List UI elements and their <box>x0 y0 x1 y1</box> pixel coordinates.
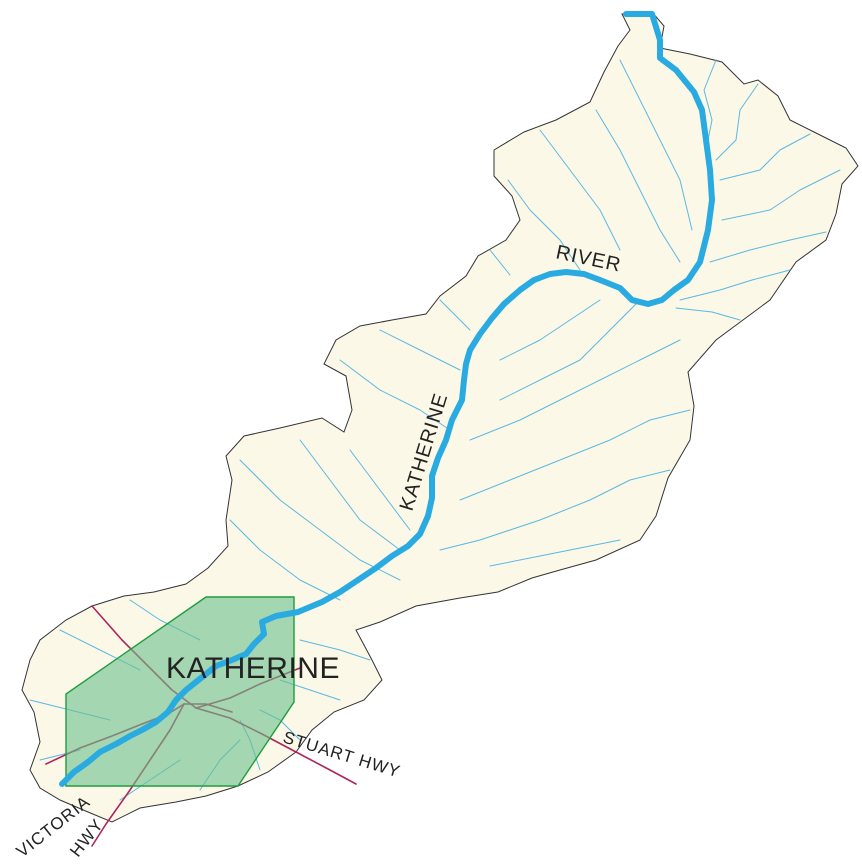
tributary <box>489 249 511 276</box>
tributary <box>507 179 581 271</box>
tributary <box>679 269 791 301</box>
tributary <box>499 299 641 401</box>
tributary <box>439 469 671 551</box>
tributary <box>619 59 693 231</box>
tributary <box>379 329 461 371</box>
tributary <box>299 439 401 551</box>
tributary <box>675 307 741 321</box>
tributary <box>439 299 471 331</box>
tributary <box>539 129 621 251</box>
tributary <box>459 409 691 501</box>
tributary <box>349 449 411 531</box>
katherine-river <box>59 11 715 787</box>
tributary <box>719 133 811 181</box>
tributary <box>499 299 601 361</box>
tributary <box>703 59 717 151</box>
tributary <box>709 231 827 263</box>
tributary <box>489 539 621 567</box>
tributary <box>299 639 371 661</box>
tributary <box>721 169 841 221</box>
tributary <box>229 519 341 601</box>
tributary <box>339 359 451 431</box>
tributary <box>595 109 681 263</box>
tributary <box>469 339 681 441</box>
town-label-katherine: KATHERINE <box>166 652 340 685</box>
tributary <box>715 83 759 161</box>
